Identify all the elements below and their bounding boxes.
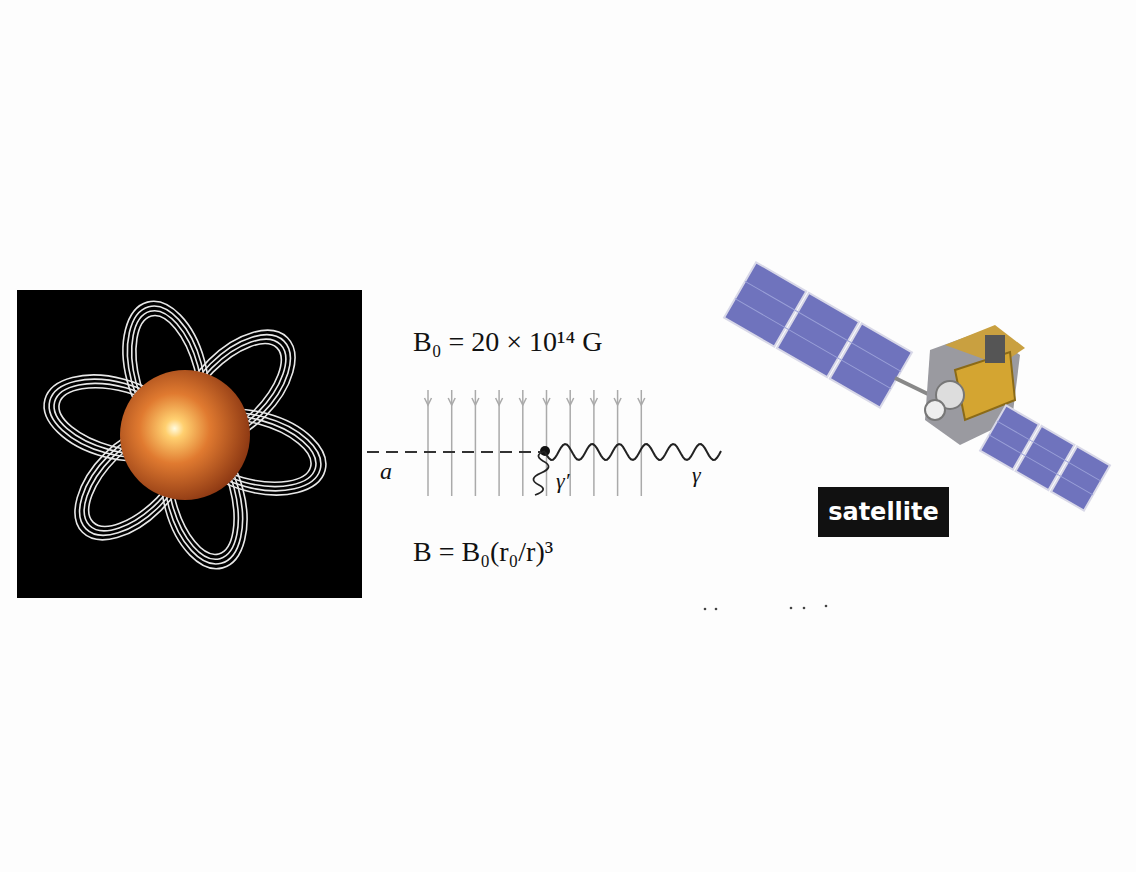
axion-label: a (380, 458, 392, 485)
satellite-picture (724, 262, 1110, 510)
photon-prime-wave (533, 451, 548, 495)
node-text: satellite (828, 498, 939, 526)
magnetar-panel (17, 290, 362, 598)
dots (704, 605, 828, 611)
axion-line (367, 451, 540, 453)
satellite-label-box: satellite (818, 487, 949, 537)
field-lines (35, 292, 336, 578)
field-strength-formula: B₀ = 20 × 10¹⁴ G (413, 326, 602, 358)
field-profile-formula: B = B₀(r₀/r)³ (413, 536, 553, 568)
photon-wave (545, 444, 721, 460)
photon-prime-label: γ′ (556, 468, 569, 494)
photon-label: γ (692, 462, 701, 488)
field-arrows (425, 390, 645, 496)
neutron-star (120, 370, 250, 500)
